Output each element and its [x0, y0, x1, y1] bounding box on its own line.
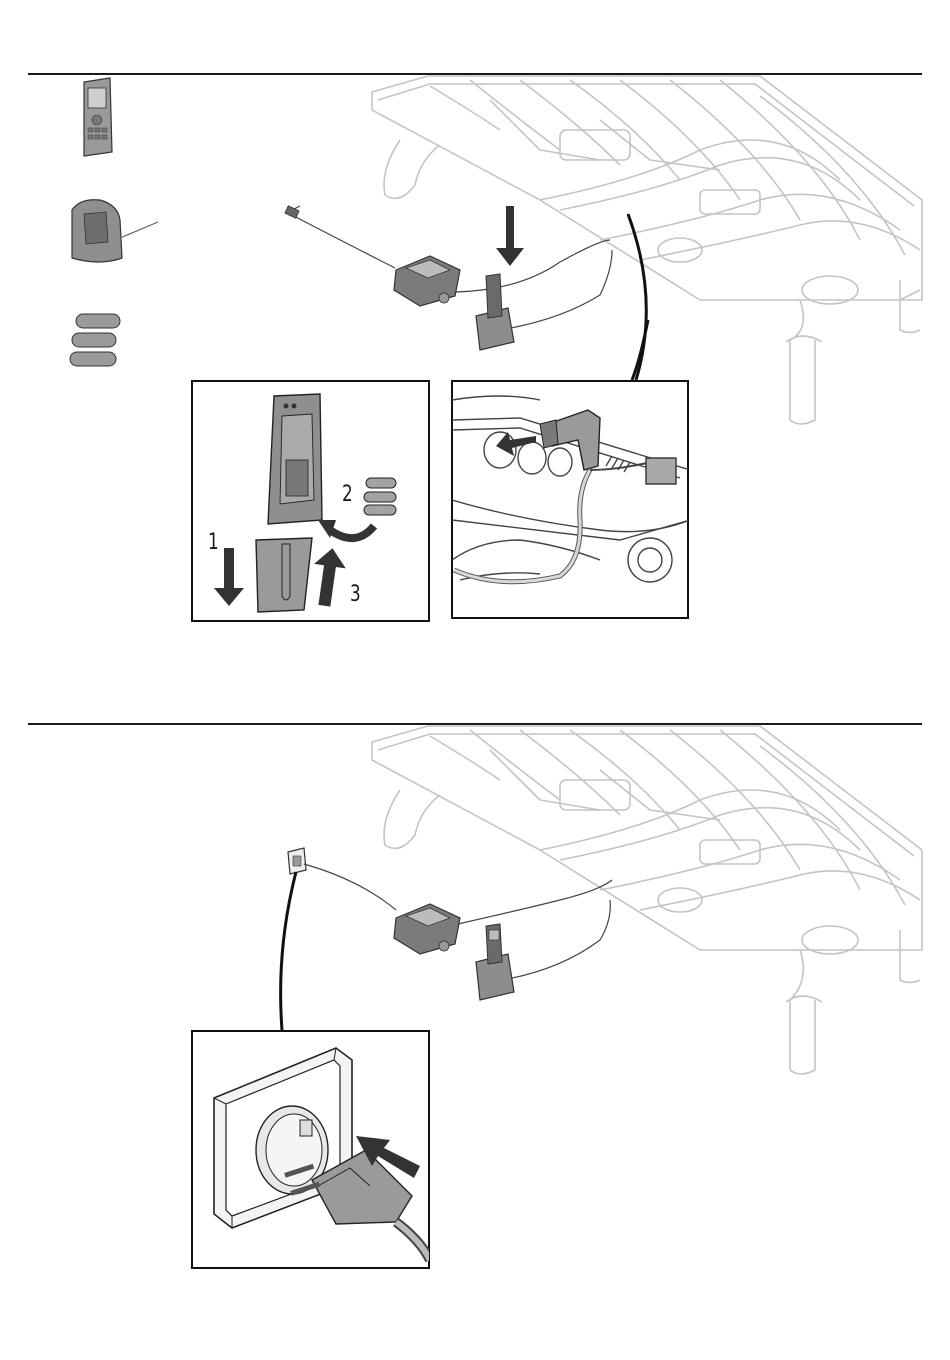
plug-into-socket-detail: [0, 0, 950, 1360]
manual-page: 1 2 3: [0, 0, 950, 1360]
